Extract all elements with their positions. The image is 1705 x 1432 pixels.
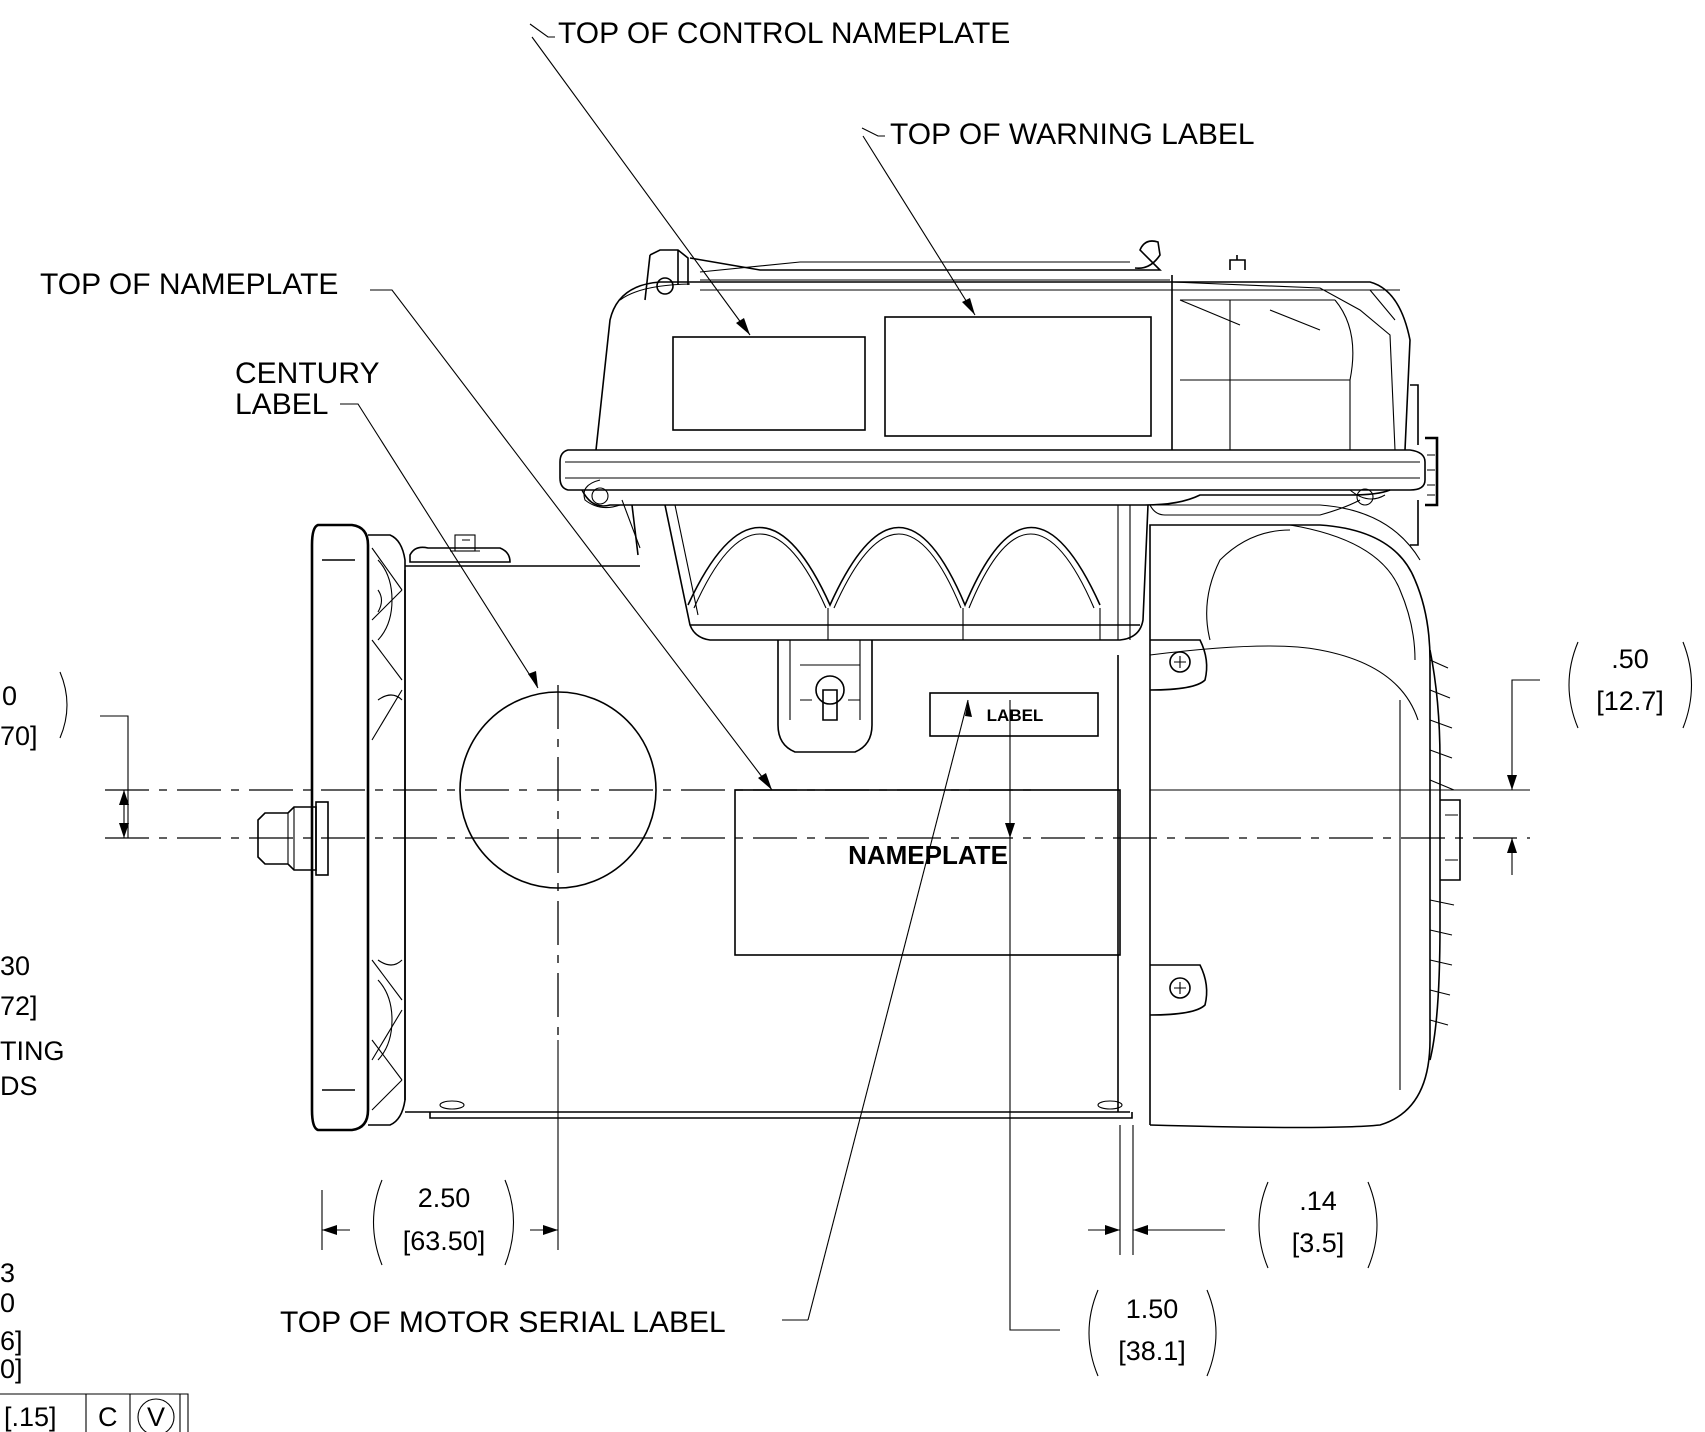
label-box-text: LABEL bbox=[987, 706, 1044, 725]
rear-end-bell bbox=[1149, 504, 1461, 1129]
control-box-lower bbox=[621, 499, 1149, 641]
century-label-circle bbox=[459, 691, 657, 889]
label-century-1: CENTURY bbox=[235, 357, 379, 390]
dim-150: 1.50 [38.1] bbox=[1005, 700, 1217, 1377]
crop-text-4: 72] bbox=[0, 991, 38, 1021]
label-top-control-nameplate: TOP OF CONTROL NAMEPLATE bbox=[558, 17, 1010, 50]
label-box: LABEL bbox=[929, 692, 1099, 737]
dim-014: .14 [3.5] bbox=[1088, 1125, 1378, 1269]
dim-050-mm: [12.7] bbox=[1596, 686, 1664, 716]
front-flange bbox=[310, 523, 406, 1132]
leader-lines bbox=[340, 23, 976, 1321]
crop-text-7: 3 bbox=[0, 1258, 15, 1288]
control-box-upper bbox=[559, 240, 1439, 546]
crop-text-1: 0 bbox=[2, 681, 17, 711]
crop-text-6: DS bbox=[0, 1071, 38, 1101]
label-century-2: LABEL bbox=[235, 388, 328, 421]
dim-250-inch: 2.50 bbox=[418, 1183, 471, 1213]
tolerance-value: [.15] bbox=[4, 1402, 57, 1432]
conduit-boss bbox=[777, 640, 873, 753]
dim-014-mm: [3.5] bbox=[1292, 1228, 1345, 1258]
crop-text-9: 6] bbox=[0, 1326, 23, 1356]
label-top-warning-label: TOP OF WARNING LABEL bbox=[890, 118, 1255, 151]
label-top-motor-serial: TOP OF MOTOR SERIAL LABEL bbox=[280, 1306, 726, 1339]
dim-050: .50 [12.7] bbox=[1507, 641, 1693, 875]
center-lines bbox=[105, 685, 1530, 1040]
control-nameplate-area bbox=[672, 336, 866, 431]
motor-body bbox=[405, 534, 1151, 1125]
dim-left-cropped bbox=[59, 671, 129, 838]
dim-250: 2.50 [63.50] bbox=[321, 1040, 559, 1266]
cropped-left-text: 0 70] 30 72] TING DS 3 0 6] 0] bbox=[0, 681, 65, 1384]
dim-050-inch: .50 bbox=[1611, 644, 1649, 674]
warning-label-area bbox=[884, 316, 1152, 437]
side-boss-lower bbox=[1149, 964, 1208, 1016]
tolerance-datum: C bbox=[98, 1402, 118, 1432]
dim-150-inch: 1.50 bbox=[1126, 1294, 1179, 1324]
crop-text-2: 70] bbox=[0, 721, 38, 751]
nameplate-box: NAMEPLATE bbox=[734, 789, 1121, 956]
dim-250-mm: [63.50] bbox=[403, 1226, 486, 1256]
crop-text-5: TING bbox=[0, 1036, 65, 1066]
crop-text-3: 30 bbox=[0, 951, 30, 981]
motor-shaft bbox=[257, 801, 329, 876]
leader-arrowheads bbox=[528, 298, 975, 790]
side-boss-upper bbox=[1149, 639, 1208, 691]
tolerance-modifier-circle bbox=[137, 1398, 175, 1432]
dim-014-inch: .14 bbox=[1299, 1186, 1337, 1216]
tolerance-modifier: V bbox=[147, 1402, 165, 1432]
dim-150-mm: [38.1] bbox=[1118, 1336, 1186, 1366]
tolerance-frame: [.15] C V bbox=[0, 1393, 189, 1432]
crop-text-10: 0] bbox=[0, 1354, 23, 1384]
crop-text-8: 0 bbox=[0, 1288, 15, 1318]
label-top-nameplate: TOP OF NAMEPLATE bbox=[40, 268, 338, 301]
